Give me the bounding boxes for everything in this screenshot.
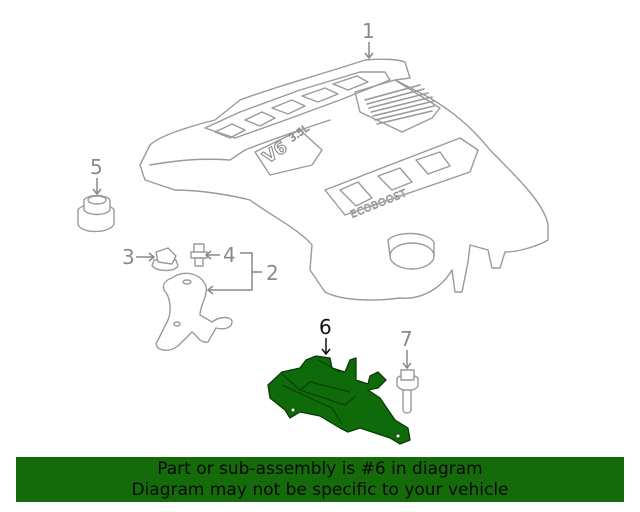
svg-text:3: 3: [122, 245, 135, 269]
callout-3: 3: [122, 245, 156, 269]
grommet[interactable]: [77, 194, 115, 233]
callout-7: 7: [400, 327, 413, 370]
stud[interactable]: [190, 243, 208, 267]
banner-line-disclaimer: Diagram may not be specific to your vehi…: [131, 480, 509, 500]
engine-cover[interactable]: V6 3.5L ECOBOOST: [139, 58, 549, 301]
diagram-notice-banner: Part or sub-assembly is #6 in diagram Di…: [16, 457, 624, 502]
svg-text:7: 7: [400, 327, 413, 351]
callout-4: 4: [204, 243, 236, 267]
callout-1: 1: [362, 19, 375, 60]
callout-2: 2: [206, 252, 279, 295]
bracket[interactable]: [155, 272, 233, 351]
svg-text:2: 2: [266, 261, 279, 285]
parts-diagram: V6 3.5L ECOBOOST: [77, 19, 549, 445]
svg-text:6: 6: [319, 315, 332, 339]
svg-text:5: 5: [90, 155, 103, 179]
svg-text:4: 4: [223, 243, 236, 267]
callout-6: 6: [319, 315, 332, 356]
bolt[interactable]: [396, 369, 419, 414]
callout-5: 5: [90, 155, 103, 196]
svg-text:1: 1: [362, 19, 375, 43]
banner-line-part: Part or sub-assembly is #6 in diagram: [157, 459, 483, 479]
nut[interactable]: [151, 247, 179, 272]
highlighted-part-6[interactable]: [267, 355, 411, 445]
